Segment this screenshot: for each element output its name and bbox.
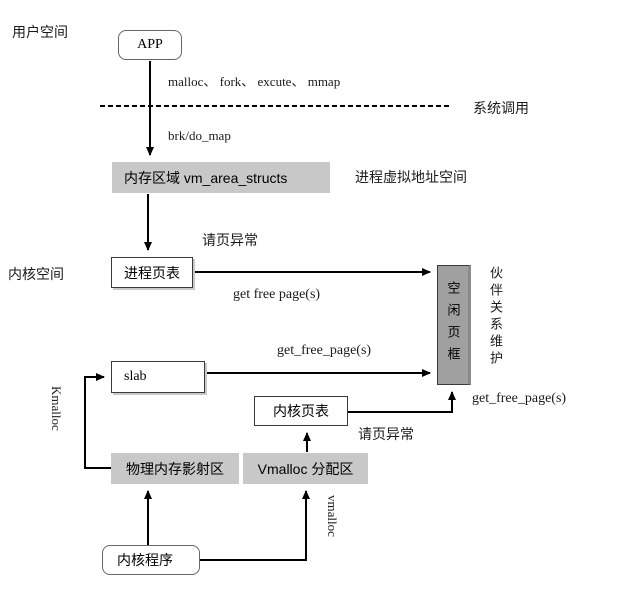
node-kernel-page-table: 内核页表 xyxy=(254,396,348,426)
node-kernel-program: 内核程序 xyxy=(102,545,200,575)
kmalloc-label: Kmalloc xyxy=(49,386,64,431)
process-vaddr-space-label: 进程虚拟地址空间 xyxy=(355,169,467,185)
vmalloc-label: vmalloc xyxy=(325,495,340,537)
node-free-page-frame: 空闲页框 xyxy=(437,265,471,385)
node-process-page-table: 进程页表 xyxy=(111,257,193,288)
arrow-kmalloc-elbow xyxy=(84,373,111,469)
brk-do-map-label: brk/do_map xyxy=(168,128,231,143)
arrow-kpt-to-freeframe xyxy=(348,391,456,413)
node-app: APP xyxy=(118,30,182,60)
kernel-space-label: 内核空间 xyxy=(8,266,64,282)
node-phys-mem-map: 物理内存影射区 xyxy=(111,453,239,484)
get-free-pages-slab-label: get_free_page(s) xyxy=(277,343,372,358)
page-fault-bottom-label: 请页异常 xyxy=(358,426,414,442)
syscalls-label: malloc、 fork、 excute、 mmap xyxy=(168,74,341,89)
user-space-label: 用户空间 xyxy=(12,24,68,40)
node-slab: slab xyxy=(111,361,205,393)
arrow-kprog-to-vmallocarea xyxy=(200,490,310,561)
node-vm-area: 内存区域 vm_area_structs xyxy=(112,162,330,193)
buddy-maintain-label: 伙伴关系维护 xyxy=(488,266,503,368)
node-vmalloc-area: Vmalloc 分配区 xyxy=(243,453,368,484)
syscall-boundary-label: 系统调用 xyxy=(473,100,529,116)
get-free-pages-kernel-label: get_free_page(s) xyxy=(472,391,567,406)
get-free-pages-spaced-label: get free page(s) xyxy=(233,287,321,302)
page-fault-top-label: 请页异常 xyxy=(202,232,258,248)
